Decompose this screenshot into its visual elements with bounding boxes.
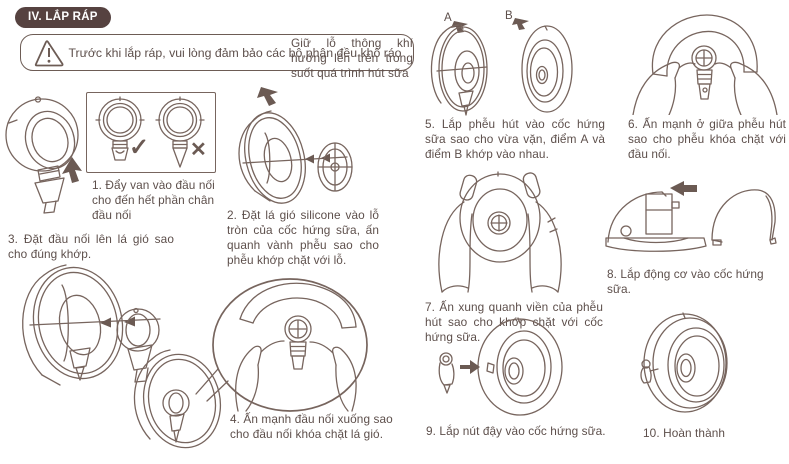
illustration-step-10-complete <box>640 312 728 413</box>
point-b-label: B <box>505 10 513 22</box>
illustration-step-8-motor <box>605 181 777 252</box>
step-5-text: 5. Lắp phễu hút vào cốc hứng sữa sao cho… <box>425 117 605 162</box>
insert-arrow-right-icon <box>460 360 480 374</box>
assembly-arrow-left-icon <box>100 317 111 328</box>
cross-icon: ✕ <box>190 139 207 161</box>
vent-note-text: Giữ lỗ thông khí hướng lên trên trong su… <box>291 36 413 81</box>
step-1-text: 1. Đẩy van vào đầu nối cho đến hết phần … <box>92 178 215 223</box>
section-title-badge: IV. LẮP RÁP <box>15 7 111 28</box>
illustration-step-1-connector <box>5 96 82 214</box>
arrow-up-icon <box>62 157 82 183</box>
illustration-step-6-press-center <box>632 14 778 115</box>
step-9-text: 9. Lắp nút đậy vào cốc hứng sữa. <box>426 424 606 438</box>
illustration-step-5-funnel-cup <box>430 18 573 116</box>
illustration-steps-3-4-assembly <box>22 264 368 449</box>
illustration-step-5-wrap: A B <box>425 5 605 117</box>
step-2-text: 2. Đặt lá gió silicone vào lỗ tròn của c… <box>227 208 379 268</box>
illustration-step-7-press-rim <box>438 171 562 293</box>
warning-triangle-icon <box>34 39 64 66</box>
insert-arrow-left-icon <box>305 154 314 164</box>
illustration-step-2-diaphragm <box>238 87 353 204</box>
slide-arrow-left-icon <box>670 181 697 196</box>
check-icon: ✓ <box>129 134 150 161</box>
insert-arrow-left-icon <box>321 153 330 163</box>
step-3-text: 3. Đặt đầu nối lên lá gió sao cho đúng k… <box>8 232 174 262</box>
step-6-text: 6. Ấn mạnh ở giữa phễu hút sao cho phễu … <box>628 117 786 162</box>
step-8-text: 8. Lắp động cơ vào cốc hứng sữa. <box>607 267 764 297</box>
step-7-text: 7. Ấn xung quanh viền của phễu hút sao c… <box>425 300 603 345</box>
step-10-text: 10. Hoàn thành <box>643 426 726 440</box>
point-a-label: A <box>444 12 452 24</box>
point-b-arrow-icon <box>512 18 529 30</box>
warning-box: Trước khi lắp ráp, vui lòng đảm bảo các … <box>20 34 414 71</box>
assembly-arrow-left-icon <box>124 316 135 327</box>
warning-text: Trước khi lắp ráp, vui lòng đảm bảo các … <box>68 45 402 60</box>
vent-arrow-icon <box>257 87 278 106</box>
step-4-text: 4. Ấn mạnh đầu nối xuống sao cho đầu nối… <box>230 412 393 442</box>
illustration-step-9-plug <box>438 317 563 416</box>
valve-position-inset-box: ✓ ✕ <box>86 92 216 173</box>
valve-correct-incorrect-diagram <box>95 96 205 168</box>
